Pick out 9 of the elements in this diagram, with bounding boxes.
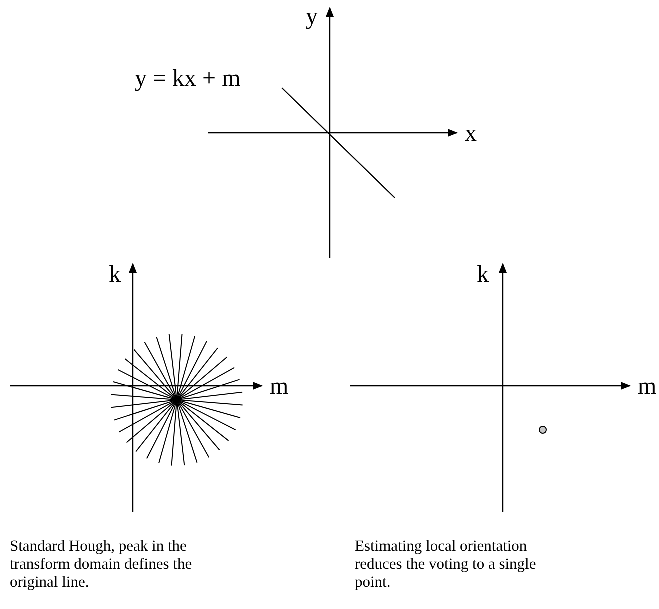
caption-text: Standard Hough, peak in the transform domain defines the original line. bbox=[10, 538, 194, 592]
axis-label: x bbox=[465, 121, 477, 147]
axis-label: k bbox=[477, 262, 489, 288]
axis-label: m bbox=[270, 374, 289, 400]
axis-label: m bbox=[638, 374, 657, 400]
axis-label: y bbox=[306, 4, 318, 30]
equation-text: y = kx + m bbox=[135, 66, 241, 92]
axis-label: k bbox=[109, 262, 121, 288]
caption-text: Estimating local orientation reduces the voting to a single point. bbox=[355, 538, 538, 592]
